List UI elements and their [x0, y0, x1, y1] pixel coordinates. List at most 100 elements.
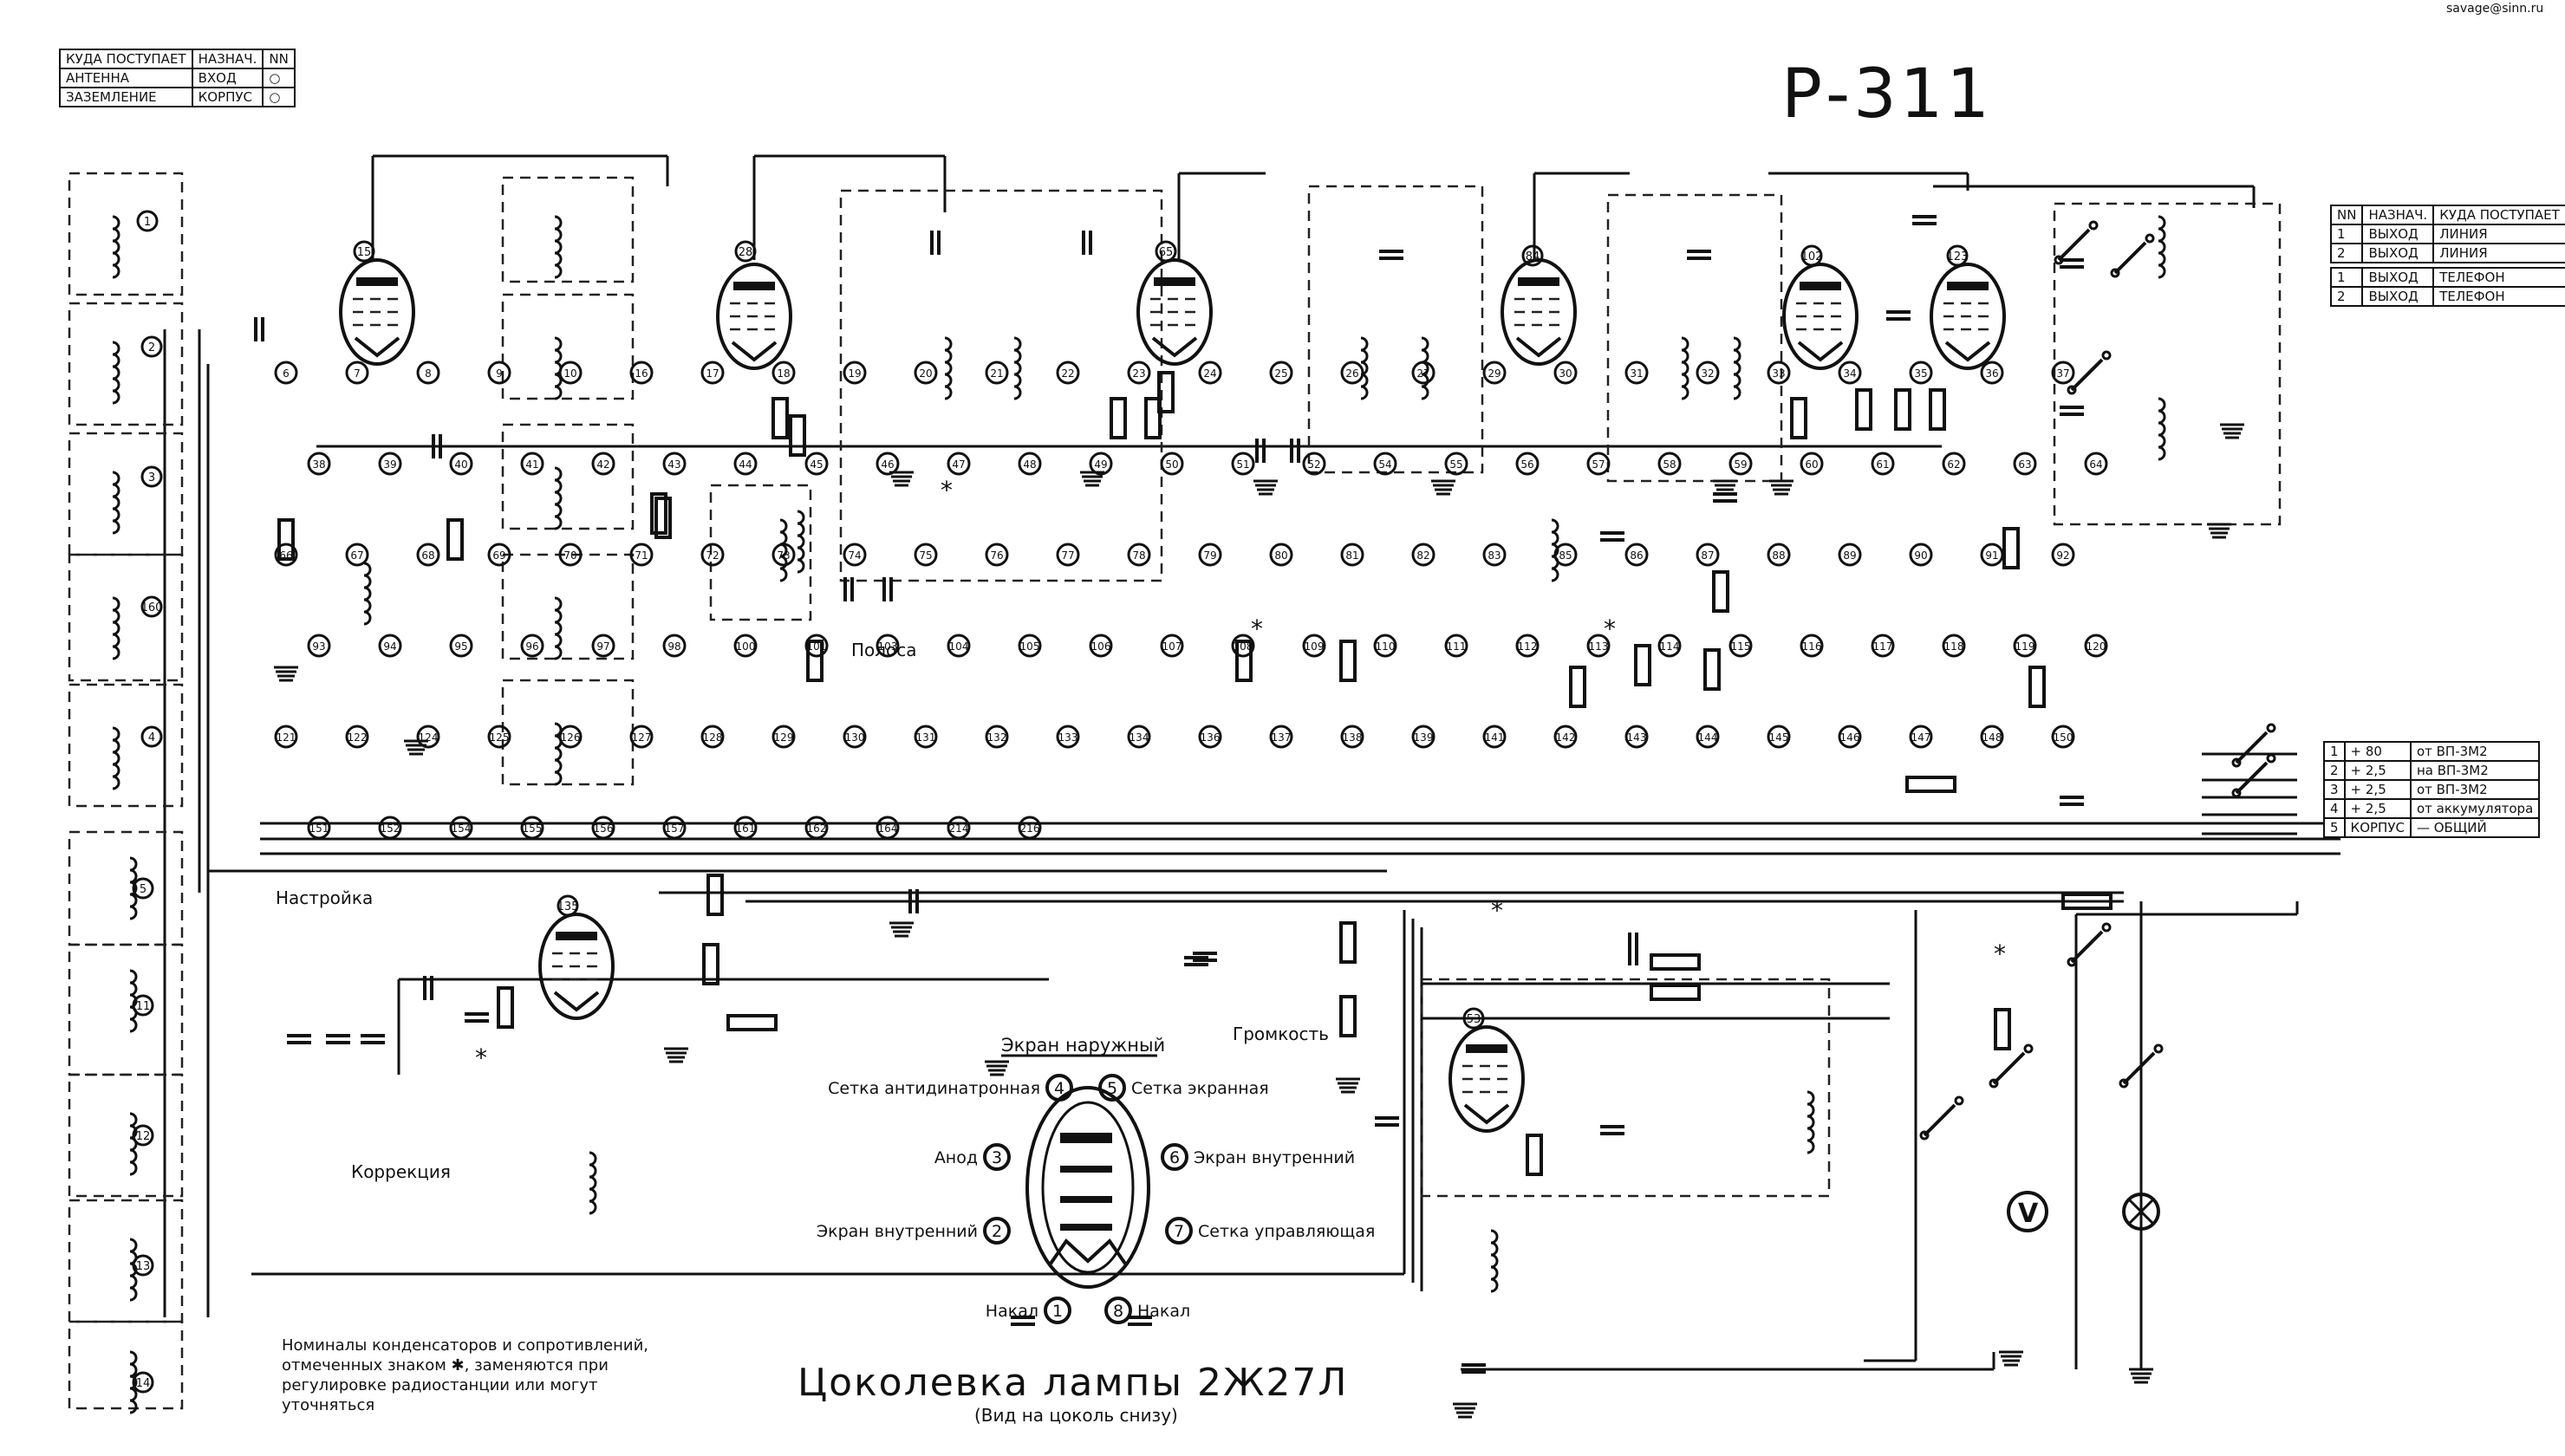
- reference-marker: 91: [1980, 543, 2004, 567]
- reference-marker: 66: [274, 543, 298, 567]
- resistor: [2002, 527, 2020, 569]
- reference-circle: [307, 634, 331, 658]
- reference-number: 34: [1843, 367, 1856, 380]
- resistor-body: [1855, 388, 1872, 431]
- reference-marker: 13: [132, 1254, 154, 1277]
- reference-number: 60: [1805, 458, 1818, 471]
- reference-circle: [2084, 452, 2108, 476]
- reference-marker: 87: [1696, 543, 1720, 567]
- reference-circle: [558, 543, 583, 567]
- resistor: [726, 1014, 778, 1031]
- reference-circle: [914, 725, 938, 749]
- reference-marker: 64: [2084, 452, 2108, 476]
- reference-circle: [1198, 543, 1222, 567]
- coil-winding: [1421, 336, 1429, 400]
- output-row-purpose: ВЫХОД: [2361, 224, 2435, 244]
- capacitor: [1290, 439, 1300, 463]
- reference-marker: 81: [1340, 543, 1364, 567]
- reference-number: 54: [1378, 458, 1391, 471]
- reference-number: 113: [1589, 640, 1609, 653]
- reference-marker: 125: [487, 725, 511, 749]
- reference-marker: 119: [2013, 634, 2037, 658]
- reference-number: 162: [807, 822, 827, 835]
- tube-envelope: [1782, 263, 1859, 370]
- ground-row-purpose: КОРПУС: [191, 87, 264, 107]
- reference-number: 12: [136, 1130, 151, 1143]
- reference-marker: 52: [1302, 452, 1326, 476]
- asterisk-marker: *: [1994, 939, 2006, 968]
- inductor-coil: [129, 1350, 138, 1414]
- reference-marker: 142: [1553, 725, 1578, 749]
- pin-label: Накал: [986, 1302, 1038, 1321]
- inductor-coil: [554, 596, 563, 660]
- resistor-body: [1110, 397, 1127, 439]
- power-row-nn: 4: [2323, 798, 2346, 819]
- pin-circle: [1044, 1297, 1071, 1324]
- reference-circle: [843, 543, 867, 567]
- resistor: [806, 640, 824, 682]
- reference-circle: [591, 452, 615, 476]
- ground-symbol: [1999, 1350, 2023, 1367]
- inductor-coil: [1681, 336, 1689, 400]
- reference-circle: [1696, 543, 1720, 567]
- pin-number: 2: [992, 1222, 1002, 1241]
- reference-number: 214: [949, 822, 969, 835]
- inductor-coil: [129, 856, 138, 920]
- reference-circle: [132, 1371, 154, 1394]
- reference-marker: 30: [1553, 361, 1578, 385]
- reference-circle: [1728, 634, 1753, 658]
- reference-marker: 35: [1909, 361, 1933, 385]
- capacitor: [1128, 1316, 1152, 1326]
- reference-number: 135: [557, 900, 579, 913]
- capacitor: [2060, 258, 2084, 269]
- resistor-body: [702, 943, 719, 985]
- reference-marker: 48: [1018, 452, 1042, 476]
- reference-circle: [378, 816, 402, 840]
- resistor: [1994, 1008, 2011, 1050]
- reference-marker: 124: [416, 725, 440, 749]
- shield-outline: [68, 553, 184, 682]
- reference-marker: 50: [1160, 452, 1184, 476]
- reference-number: 121: [277, 731, 296, 744]
- reference-number: 74: [848, 549, 861, 562]
- capacitor: [1193, 952, 1217, 962]
- switch-contact: [2145, 233, 2155, 244]
- switch-contact: [2266, 753, 2276, 764]
- reference-number: 120: [2087, 640, 2106, 653]
- reference-marker: 72: [700, 543, 725, 567]
- antenna-table-header-dest: КУДА ПОСТУПАЕТ: [59, 49, 193, 69]
- reference-circle: [274, 543, 298, 567]
- schematic-components: [112, 215, 2276, 1419]
- switch-contact: [2231, 788, 2242, 798]
- pinout-title: Цоколевка лампы 2Ж27Л: [797, 1361, 1348, 1405]
- output-row-dest: ТЕЛЕФОН: [2432, 267, 2565, 288]
- resistor-body: [1569, 666, 1586, 708]
- reference-number: 68: [421, 549, 434, 562]
- pinout-subtitle: (Вид на цоколь снизу): [974, 1405, 1178, 1426]
- reference-circle: [1515, 452, 1540, 476]
- tube-cathode: [1944, 341, 1991, 362]
- reference-number: 108: [1234, 640, 1253, 653]
- reference-marker: 40: [449, 452, 473, 476]
- reference-marker: 147: [1909, 725, 1933, 749]
- pentode-tube: [1930, 263, 2006, 370]
- reference-circle: [449, 452, 473, 476]
- reference-circle: [1302, 634, 1326, 658]
- reference-circle: [804, 634, 829, 658]
- reference-marker: 131: [914, 725, 938, 749]
- inductor-coil: [1490, 1229, 1499, 1293]
- resistor: [1894, 388, 1911, 431]
- reference-number: 129: [774, 731, 794, 744]
- tube-anode: [733, 282, 775, 290]
- reference-marker: 137: [1269, 725, 1293, 749]
- reference-number: 65: [1159, 246, 1174, 259]
- resistor: [1855, 388, 1872, 431]
- reference-marker: 130: [843, 725, 867, 749]
- coil-winding: [1807, 1090, 1815, 1154]
- reference-circle: [307, 816, 331, 840]
- inductor-coil: [363, 562, 372, 626]
- output-row-nn: 1: [2329, 267, 2364, 288]
- reference-circle: [345, 725, 369, 749]
- reference-marker: 59: [1728, 452, 1753, 476]
- inductor-coil: [1013, 336, 1022, 400]
